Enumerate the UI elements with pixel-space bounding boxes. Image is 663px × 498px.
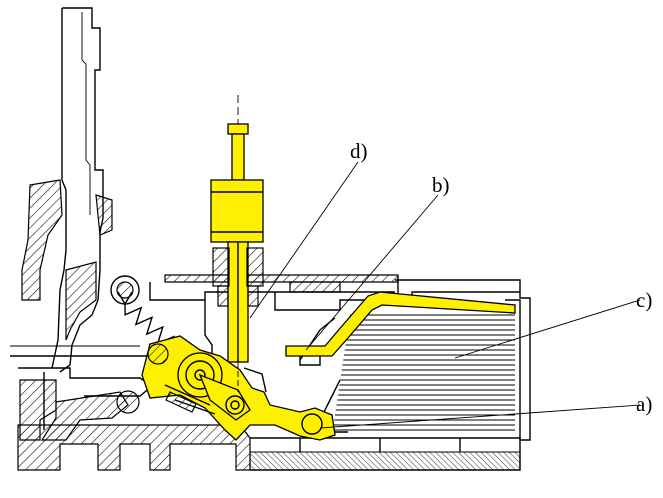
plunger-assembly xyxy=(210,95,264,363)
contact-arm xyxy=(285,291,516,366)
leader-line-b xyxy=(305,194,439,351)
leader-line-d xyxy=(249,161,359,319)
leader-line-c xyxy=(454,299,641,359)
toggle-mechanism xyxy=(116,335,336,441)
plunger-rod xyxy=(231,133,245,181)
arc-chute-box xyxy=(299,276,531,441)
leader-line-a xyxy=(319,404,641,429)
base-plate xyxy=(17,424,521,471)
leader-lines xyxy=(249,161,641,429)
callout-label-b: b) xyxy=(432,173,450,197)
plunger-cap xyxy=(227,123,249,135)
callout-label-c: c) xyxy=(636,288,652,312)
callout-label-a: a) xyxy=(636,392,652,416)
left-housing-frame xyxy=(10,7,150,373)
arc-chute-plates xyxy=(332,314,515,431)
callout-label-d: d) xyxy=(350,139,368,163)
